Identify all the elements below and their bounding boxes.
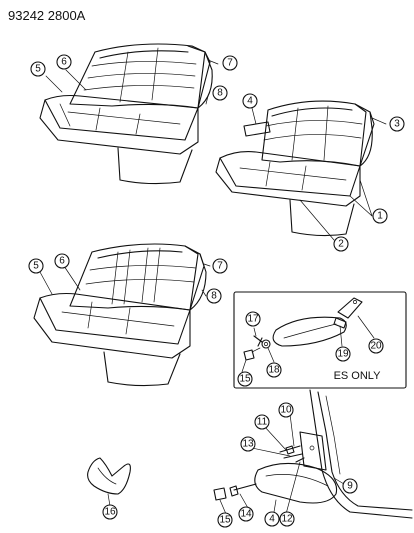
- callout-19: 19: [335, 346, 351, 362]
- svg-text:4: 4: [269, 514, 275, 525]
- svg-text:20: 20: [370, 341, 382, 352]
- svg-text:12: 12: [281, 514, 293, 525]
- svg-text:6: 6: [59, 256, 65, 267]
- callout-17: 17: [245, 311, 261, 327]
- svg-text:9: 9: [347, 481, 353, 492]
- svg-text:8: 8: [211, 291, 217, 302]
- svg-text:18: 18: [268, 365, 280, 376]
- callout-15a: 15: [237, 371, 253, 387]
- callout-5b: 5: [28, 258, 44, 274]
- callout-20: 20: [368, 338, 384, 354]
- bench-seat-upper-left: [39, 43, 213, 185]
- svg-text:15: 15: [219, 515, 231, 526]
- callout-5a: 5: [30, 61, 46, 77]
- svg-text:11: 11: [257, 417, 268, 428]
- callout-3: 3: [389, 116, 405, 132]
- callout-10: 10: [278, 402, 294, 418]
- callout-13: 13: [240, 436, 256, 452]
- callout-9: 9: [342, 478, 358, 494]
- svg-text:7: 7: [227, 58, 233, 69]
- armrest-mounting-detail: [213, 389, 413, 519]
- svg-text:5: 5: [35, 64, 41, 75]
- bench-seat-lower-left: [33, 243, 207, 387]
- callout-8a: 8: [212, 85, 228, 101]
- svg-text:4: 4: [247, 96, 253, 107]
- callout-8b: 8: [206, 288, 222, 304]
- svg-text:14: 14: [240, 509, 252, 520]
- callout-7a: 7: [222, 55, 238, 71]
- callout-16: 16: [102, 504, 118, 520]
- callout-1: 1: [372, 208, 388, 224]
- callout-14: 14: [238, 506, 254, 522]
- callout-11: 11: [254, 414, 270, 430]
- callout-2: 2: [333, 236, 349, 252]
- svg-text:2: 2: [338, 239, 344, 250]
- svg-text:1: 1: [377, 211, 383, 222]
- es-only-inset: ES ONLY: [233, 291, 407, 389]
- svg-text:8: 8: [217, 88, 223, 99]
- callout-6a: 6: [56, 54, 72, 70]
- callout-6b: 6: [54, 253, 70, 269]
- callout-4b: 4: [264, 511, 280, 527]
- diagram-code: 93242 2800A: [8, 8, 86, 23]
- callout-4a: 4: [242, 93, 258, 109]
- svg-text:17: 17: [247, 314, 259, 325]
- svg-text:7: 7: [217, 261, 223, 272]
- svg-text:6: 6: [61, 57, 67, 68]
- callout-7b: 7: [212, 258, 228, 274]
- svg-text:13: 13: [242, 439, 254, 450]
- svg-text:3: 3: [394, 119, 400, 130]
- svg-text:5: 5: [33, 261, 39, 272]
- callout-12: 12: [279, 511, 295, 527]
- svg-text:10: 10: [280, 405, 292, 416]
- svg-text:16: 16: [104, 507, 116, 518]
- bench-seat-right: [215, 100, 375, 237]
- pull-handle: [87, 457, 131, 495]
- callout-15b: 15: [217, 512, 233, 528]
- es-only-note: ES ONLY: [334, 370, 382, 382]
- callout-18: 18: [266, 362, 282, 378]
- leader-lines: [39, 59, 387, 515]
- svg-text:19: 19: [337, 349, 349, 360]
- svg-text:15: 15: [239, 374, 251, 385]
